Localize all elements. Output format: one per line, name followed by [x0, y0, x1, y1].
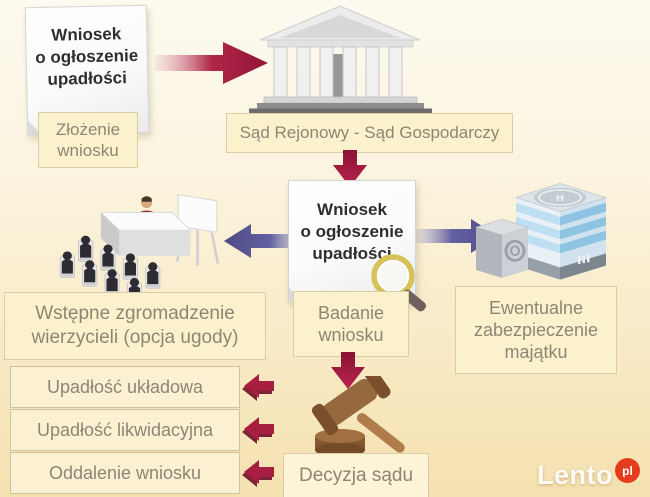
gavel-icon	[311, 376, 405, 457]
outcome-upadlosc-ukladowa: Upadłość układowa	[10, 366, 240, 408]
arrow-left-small-icon	[242, 374, 274, 401]
application-note-top-text: Wniosek o ogłoszenie upadłości	[35, 24, 139, 89]
step-review-label: Badanie wniosku	[293, 291, 409, 357]
svg-text:H: H	[556, 194, 564, 204]
lento-brand-text: Lento	[537, 460, 613, 490]
meeting-icon	[59, 194, 220, 303]
application-note-review-text: Wniosek o ogłoszenie upadłości	[300, 199, 404, 264]
arrow-left-small-icon	[242, 460, 274, 487]
lento-pl-badge: pl	[615, 458, 640, 483]
arrow-left-small-icon	[242, 417, 274, 444]
arrow-right-icon	[155, 42, 268, 84]
courthouse-icon	[249, 5, 432, 114]
court-decision-label: Decyzja sądu	[283, 453, 429, 497]
arrow-down-icon	[331, 352, 365, 389]
arrow-left-purple-icon	[224, 224, 308, 258]
court-label: Sąd Rejonowy - Sąd Gospodarczy	[226, 113, 513, 153]
step-filing-label: Złożenie wniosku	[38, 112, 138, 168]
arrow-down-icon	[333, 150, 367, 187]
lento-watermark: Lento pl	[537, 458, 640, 489]
outcome-upadlosc-likwidacyjna: Upadłość likwidacyjna	[10, 409, 240, 451]
creditors-meeting-label: Wstępne zgromadzenie wierzycieli (opcja …	[4, 292, 266, 360]
safe-icon	[474, 218, 530, 278]
office-building-icon: H	[474, 183, 608, 280]
outcome-oddalenie-wniosku: Oddalenie wniosku	[10, 452, 240, 494]
asset-protection-label: Ewentualne zabezpieczenie majątku	[455, 286, 617, 374]
